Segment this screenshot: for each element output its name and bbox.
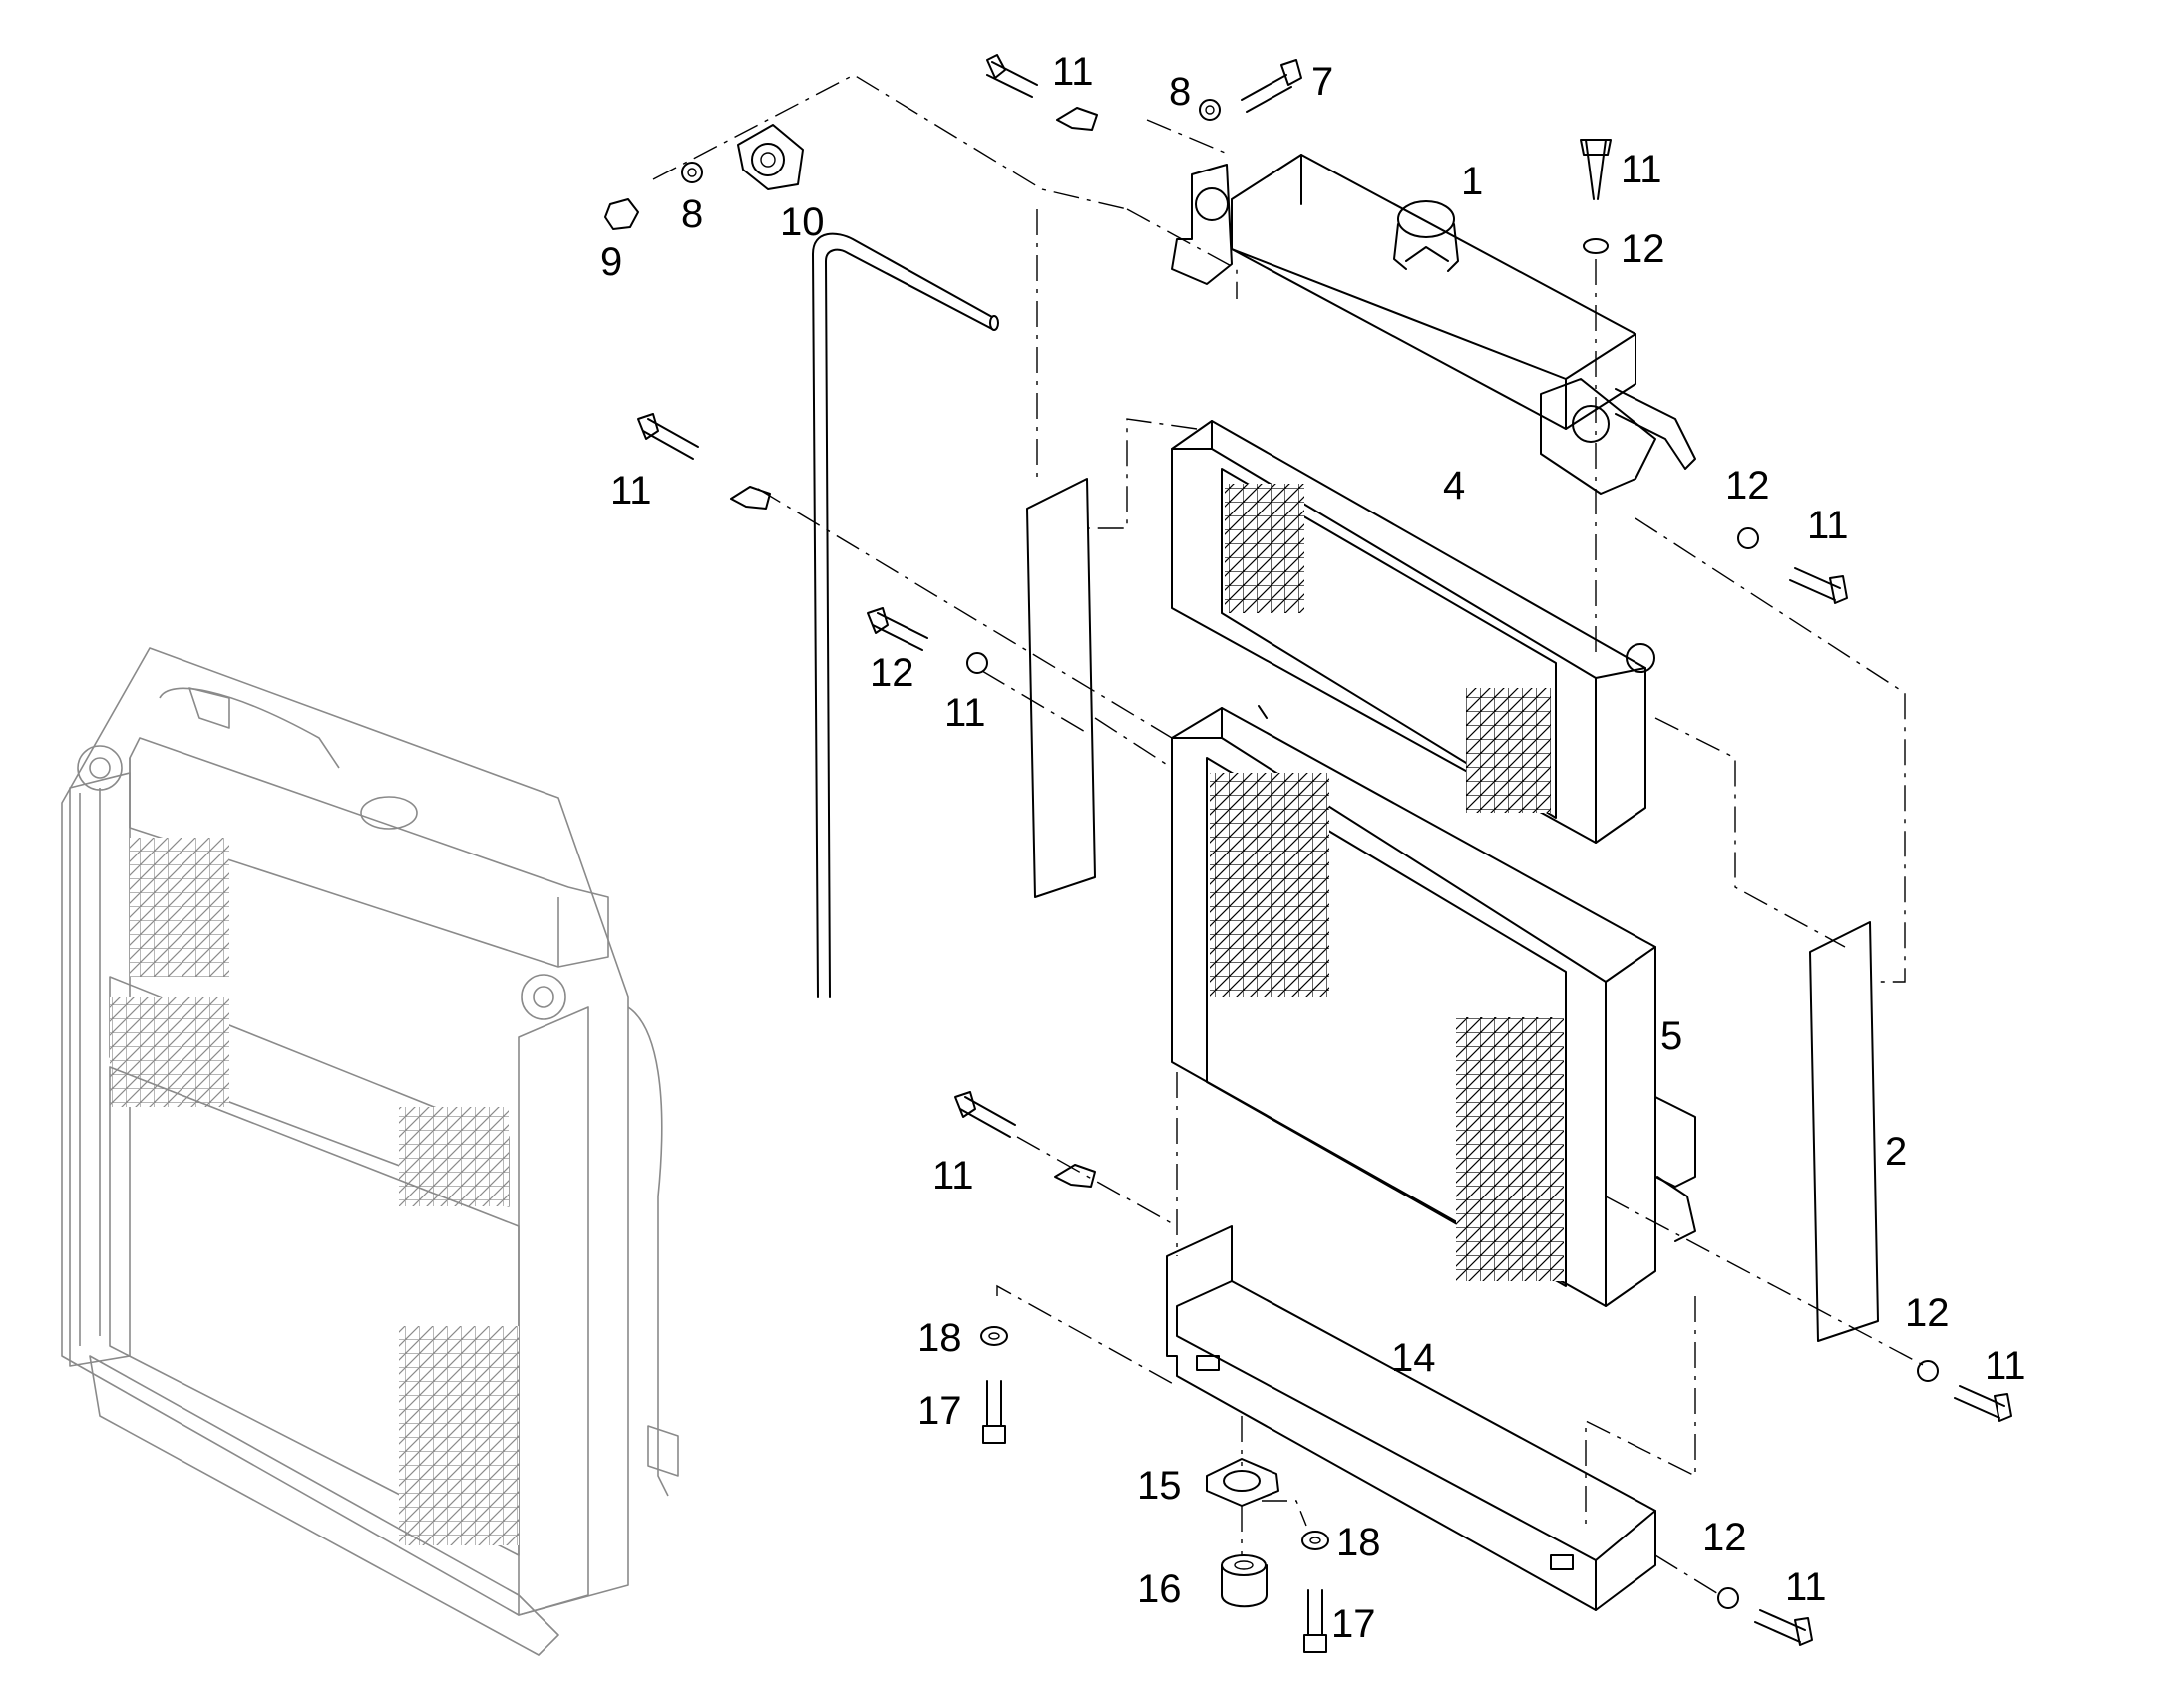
callout-17-left: 17 — [917, 1389, 962, 1433]
callout-12-bottom: 12 — [1702, 1516, 1747, 1559]
washer-12-tank — [1583, 238, 1609, 254]
callout-11-tank: 11 — [1621, 148, 1662, 191]
callout-11-top: 11 — [1052, 50, 1094, 94]
callout-18-bottom: 18 — [1336, 1521, 1381, 1564]
leader-lines — [652, 74, 1926, 1596]
assembled-core-hatch-right — [399, 1107, 509, 1206]
callout-2: 2 — [1885, 1130, 1907, 1174]
clip-top — [1056, 107, 1098, 131]
clip-bottom — [1054, 1164, 1096, 1188]
callout-11-left-mid: 11 — [944, 691, 986, 735]
mount-15 — [1206, 1458, 1279, 1507]
bolt-11-tank-top — [1580, 139, 1612, 200]
bottom-bracket — [1166, 1225, 1656, 1611]
callout-12-right-lower: 12 — [1905, 1291, 1950, 1335]
side-plate-right — [1809, 921, 1879, 1342]
nut-9 — [604, 198, 639, 230]
callout-17-bottom: 17 — [1331, 1602, 1376, 1646]
callout-1: 1 — [1461, 160, 1483, 203]
radiator-core — [1171, 705, 1696, 1307]
callout-4: 4 — [1443, 464, 1465, 508]
callout-15: 15 — [1137, 1464, 1182, 1508]
bushing-16 — [1221, 1554, 1268, 1608]
oil-cooler-core-hatch-left — [1225, 484, 1304, 613]
callout-8-left: 8 — [681, 192, 703, 236]
radiator-core-hatch-upper-left — [1210, 773, 1329, 997]
radiator-core-hatch-lower-right — [1456, 1017, 1564, 1281]
hardware — [604, 54, 2012, 1653]
assembled-radiator-view — [61, 647, 679, 1656]
bolt-17-bottom — [1303, 1589, 1327, 1653]
callout-12-tank-right: 12 — [1725, 464, 1770, 508]
callout-16: 16 — [1137, 1567, 1182, 1611]
callout-11-left-lower: 11 — [932, 1154, 974, 1197]
callout-9: 9 — [600, 240, 622, 284]
washer-12-right-lower — [1917, 1360, 1939, 1382]
assembled-core-hatch-mid — [110, 997, 229, 1107]
callout-12-tank: 12 — [1621, 227, 1665, 271]
rubber-mount-10 — [737, 124, 804, 190]
callout-10: 10 — [780, 200, 825, 244]
washer-8-top — [1199, 99, 1221, 121]
washer-18-left — [980, 1326, 1008, 1346]
oil-cooler — [1171, 420, 1655, 844]
callout-18-left: 18 — [917, 1316, 962, 1360]
callout-5: 5 — [1660, 1014, 1682, 1058]
callout-11-tank-right: 11 — [1807, 504, 1849, 547]
side-plate-left — [1026, 478, 1096, 898]
callout-14: 14 — [1391, 1336, 1436, 1380]
callout-8-top: 8 — [1169, 70, 1191, 114]
washer-11-left-mid — [966, 652, 988, 674]
bolt-11-bottom — [1754, 1609, 1813, 1646]
callout-11-left-upper: 11 — [610, 469, 652, 512]
callout-11-bottom: 11 — [1785, 1565, 1827, 1609]
callout-12-left-mid: 12 — [870, 651, 914, 695]
bolt-11-right-lower — [1954, 1385, 2012, 1422]
overflow-tube — [812, 232, 999, 998]
bolt-11-left-upper — [637, 413, 699, 460]
bolt-17-left — [982, 1380, 1006, 1444]
assembled-core-hatch-upper — [130, 838, 229, 977]
bolt-7 — [1241, 59, 1302, 113]
washer-18-bottom — [1301, 1531, 1329, 1550]
bolt-11-tank-right — [1789, 567, 1848, 604]
bolt-11-left-lower — [954, 1091, 1016, 1138]
upper-tank — [1171, 154, 1696, 495]
callout-7: 7 — [1311, 60, 1333, 104]
clip-left — [730, 486, 771, 510]
callout-labels: 1 2 4 5 7 8 8 9 10 11 11 11 11 11 11 11 … — [600, 50, 2026, 1646]
assembled-core-hatch-lower — [399, 1326, 519, 1545]
bolt-11-top — [986, 54, 1038, 98]
callout-11-right-lower: 11 — [1985, 1344, 2026, 1388]
bolt-12-left-mid — [867, 607, 928, 651]
washer-12-bottom — [1717, 1587, 1739, 1609]
washer-12-tank-right — [1737, 527, 1759, 549]
washer-8-left — [681, 162, 703, 183]
oil-cooler-core-hatch-right — [1466, 688, 1551, 813]
